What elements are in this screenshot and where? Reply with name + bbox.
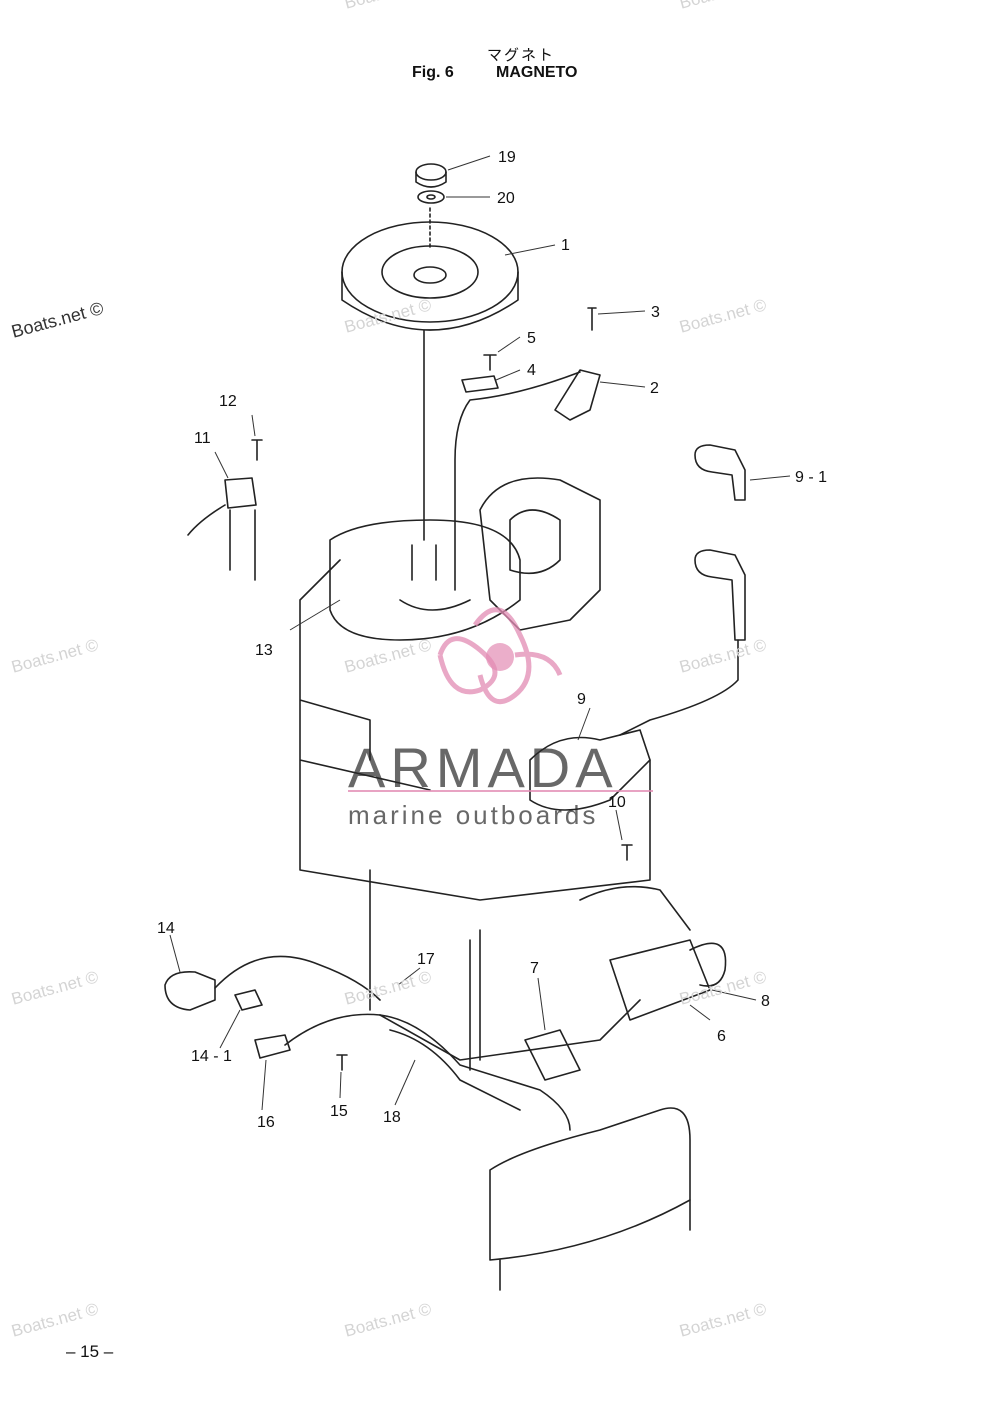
callout-label: 1 (561, 237, 570, 254)
callout-label: 20 (497, 190, 515, 207)
brand-subtitle: marine outboards (348, 800, 599, 830)
callout-label: 9 (577, 691, 586, 708)
callout-label: 15 (330, 1103, 348, 1120)
callout-label: 4 (527, 362, 536, 379)
callout-label: 16 (257, 1114, 275, 1131)
callout-label: 5 (527, 330, 536, 347)
figure-name: MAGNETO (496, 64, 578, 81)
callout-label: 2 (650, 380, 659, 397)
callout-label: 14 (157, 920, 175, 937)
ignition-coil-shape (529, 729, 651, 811)
brand-name: ARMADA (348, 736, 618, 799)
callout-label: 14 - 1 (191, 1048, 232, 1065)
figure-title: Fig. 6 MAGNETO (412, 64, 577, 82)
callout-label: 19 (498, 149, 516, 166)
callout-label: 10 (608, 794, 626, 811)
callout-label: 13 (255, 642, 273, 659)
callout-label: 9 - 1 (795, 469, 827, 486)
engine-block-shape (479, 477, 601, 631)
callout-label: 11 (194, 430, 211, 447)
brand-divider (348, 790, 653, 792)
wire-harness-shape (379, 1014, 571, 1131)
plug-cap-shape (694, 444, 746, 501)
callout-label: 12 (219, 393, 237, 410)
callout-label: 3 (651, 304, 660, 321)
callout-label: 18 (383, 1109, 401, 1126)
brand-logo-icon (437, 607, 563, 705)
bracket-shape (524, 1029, 581, 1081)
nut-shape (415, 163, 447, 181)
relay-shape (224, 477, 257, 509)
callout-label: 7 (530, 960, 539, 977)
crankcase-shape (299, 559, 651, 901)
stop-switch-shape (164, 970, 216, 1011)
callout-label: 17 (417, 951, 435, 968)
pulser-coil-shape (554, 369, 601, 421)
figure-number: Fig. 6 (412, 64, 454, 81)
callout-label: 6 (717, 1028, 726, 1045)
page-number: – 15 – (66, 1342, 114, 1361)
cdi-unit-shape (609, 939, 711, 1021)
lower-cowl-shape (489, 1107, 691, 1261)
callout-label: 8 (761, 993, 770, 1010)
stator-shape (329, 519, 521, 641)
figure-title-japanese: マグネト (486, 46, 555, 64)
